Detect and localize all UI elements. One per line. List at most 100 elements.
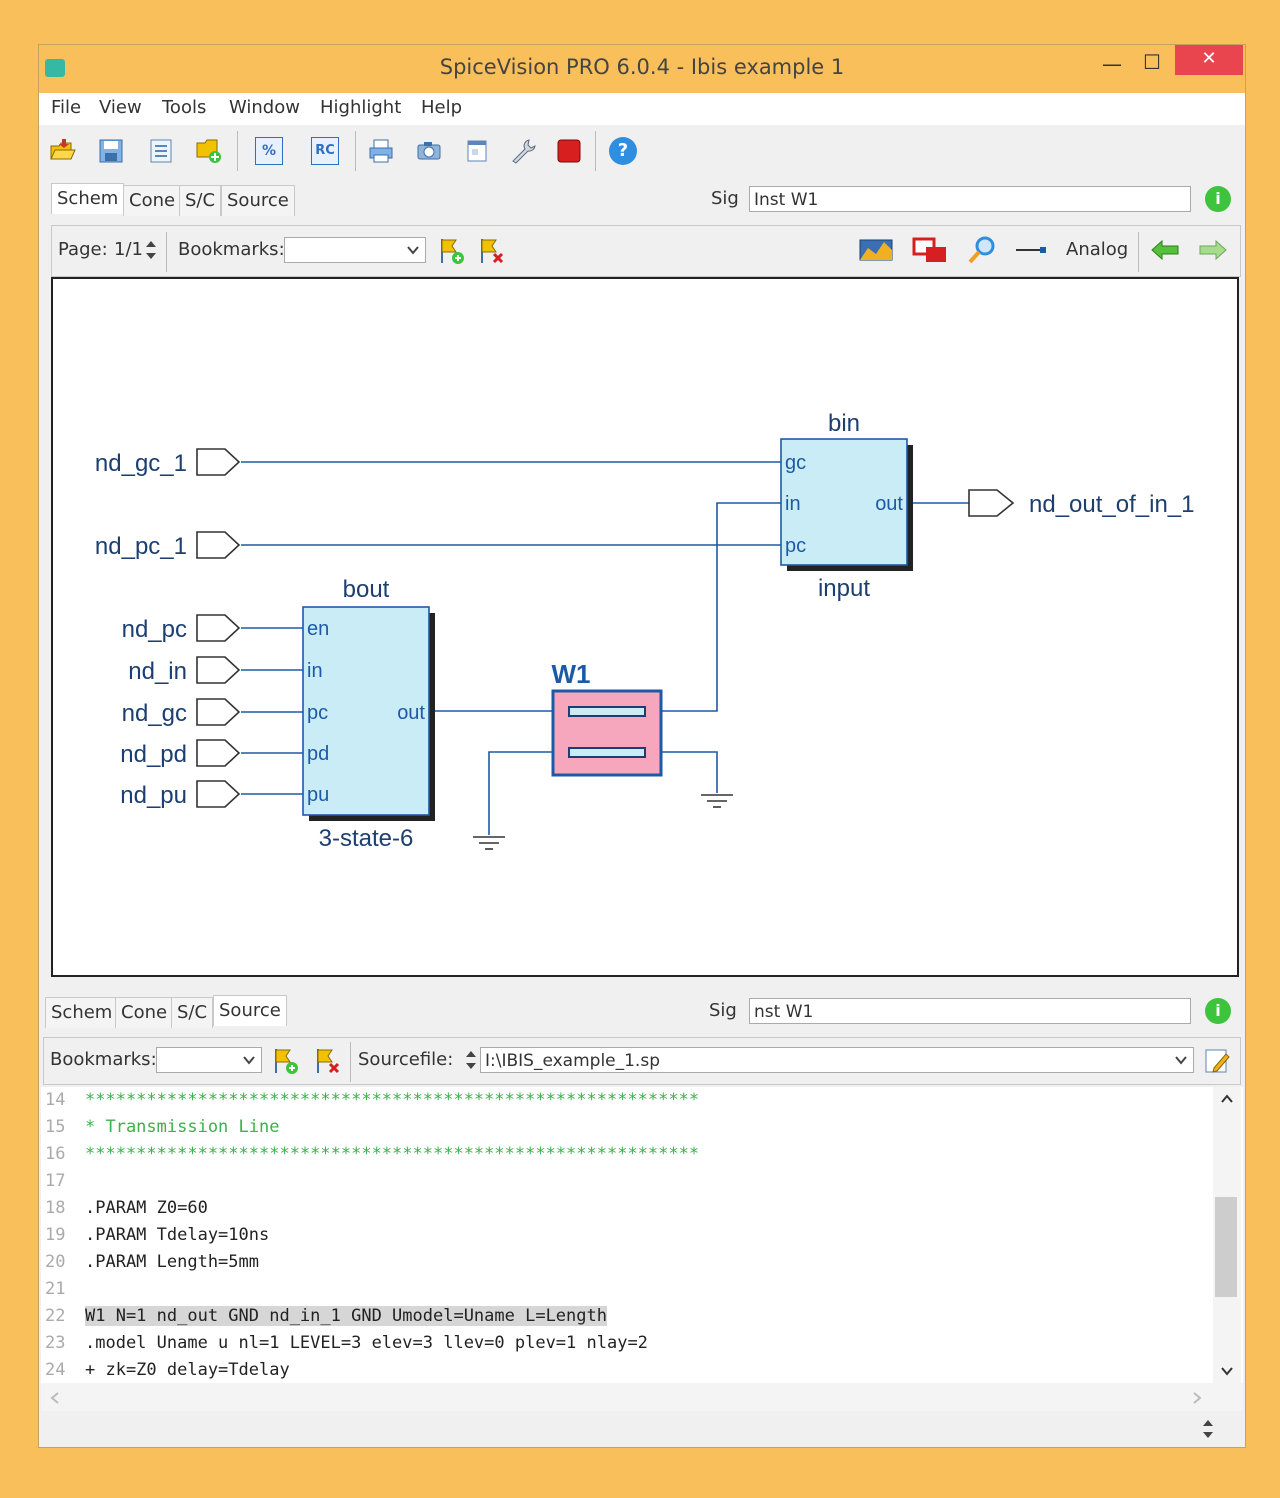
port-nd-pc-shape[interactable] bbox=[196, 614, 241, 642]
sig-input-bottom[interactable]: nst W1 bbox=[749, 998, 1191, 1024]
bookmark-add-icon[interactable] bbox=[270, 1046, 300, 1076]
port-nd-in-shape[interactable] bbox=[196, 656, 241, 684]
page-label: Page: bbox=[58, 239, 108, 260]
info-icon[interactable]: i bbox=[1205, 186, 1231, 212]
scrollbar-thumb[interactable] bbox=[1215, 1197, 1237, 1297]
port-nd-pd-shape[interactable] bbox=[196, 739, 241, 767]
bookmark-remove-icon[interactable] bbox=[312, 1046, 342, 1076]
code-line-18: 18 .PARAM Z0=60 bbox=[41, 1195, 208, 1222]
camera-icon[interactable] bbox=[415, 137, 443, 165]
chevron-down-icon bbox=[407, 246, 419, 255]
scroll-right-icon[interactable] bbox=[1191, 1391, 1203, 1405]
menu-highlight[interactable]: Highlight bbox=[320, 97, 402, 118]
port-nd-out-of-in-1-shape[interactable] bbox=[968, 489, 1015, 517]
percent-button[interactable]: % bbox=[255, 137, 283, 165]
windows-icon[interactable] bbox=[912, 236, 948, 264]
port-label-nd-pd: nd_pd bbox=[120, 741, 187, 768]
scroll-down-icon[interactable] bbox=[1220, 1365, 1234, 1377]
sourcefile-spinner-icon[interactable] bbox=[464, 1048, 478, 1072]
wire-icon[interactable] bbox=[1014, 238, 1048, 262]
scroll-left-icon[interactable] bbox=[49, 1391, 61, 1405]
bout-block[interactable] bbox=[302, 606, 430, 816]
tab-cone[interactable]: Cone bbox=[123, 185, 182, 216]
sig-input[interactable]: Inst W1 bbox=[749, 186, 1191, 212]
minimize-button[interactable]: — bbox=[1102, 52, 1122, 76]
list-icon[interactable] bbox=[147, 137, 175, 165]
code-text: .PARAM Z0=60 bbox=[85, 1198, 208, 1218]
wrench-icon[interactable] bbox=[509, 137, 537, 165]
w1-conductor-bottom bbox=[568, 747, 646, 758]
menu-window[interactable]: Window bbox=[229, 97, 300, 118]
search-icon[interactable] bbox=[966, 234, 998, 266]
menu-file[interactable]: File bbox=[51, 97, 82, 118]
page-spinner-icon[interactable] bbox=[144, 238, 158, 262]
waveform-viewer-icon[interactable] bbox=[858, 236, 894, 264]
port-nd-gc-shape[interactable] bbox=[196, 698, 241, 726]
tab-schem[interactable]: Schem bbox=[51, 183, 125, 214]
folder-add-icon[interactable] bbox=[195, 137, 223, 165]
port-nd-pu-shape[interactable] bbox=[196, 780, 241, 808]
help-icon[interactable]: ? bbox=[609, 137, 637, 165]
stop-icon[interactable] bbox=[555, 137, 583, 165]
bin-block[interactable] bbox=[780, 438, 908, 566]
source-editor[interactable]: 14**************************************… bbox=[41, 1087, 1243, 1383]
bookmarks-label-bottom: Bookmarks: bbox=[50, 1049, 157, 1070]
title-bar[interactable]: SpiceVision PRO 6.0.4 - Ibis example 1 —… bbox=[39, 45, 1245, 93]
horizontal-scrollbar[interactable] bbox=[41, 1383, 1243, 1411]
vertical-scrollbar[interactable] bbox=[1213, 1087, 1241, 1385]
info-icon-bottom[interactable]: i bbox=[1205, 998, 1231, 1024]
maximize-button[interactable]: ☐ bbox=[1143, 50, 1161, 74]
edit-file-icon[interactable] bbox=[1202, 1046, 1232, 1076]
code-text: .model Uname u nl=1 LEVEL=3 elev=3 llev=… bbox=[85, 1333, 648, 1353]
arrow-forward-icon[interactable] bbox=[1198, 238, 1228, 262]
toolbar-separator bbox=[355, 131, 356, 171]
bin-pin-gc: gc bbox=[785, 452, 806, 474]
tab-schem-bottom[interactable]: Schem bbox=[45, 997, 119, 1028]
tab-sc-bottom[interactable]: S/C bbox=[171, 997, 214, 1028]
save-icon[interactable] bbox=[97, 137, 125, 165]
tab-source-bottom[interactable]: Source bbox=[213, 995, 287, 1026]
bookmark-remove-icon[interactable] bbox=[476, 236, 506, 266]
line-number: 19 bbox=[45, 1225, 66, 1245]
bin-pin-in: in bbox=[785, 493, 801, 515]
code-line-15: 15* Transmission Line bbox=[41, 1114, 279, 1141]
bookmarks-select[interactable] bbox=[284, 237, 426, 263]
bookmark-add-icon[interactable] bbox=[436, 236, 466, 266]
close-button[interactable]: ✕ bbox=[1175, 45, 1243, 75]
code-text-highlighted: W1 N=1 nd_out GND nd_in_1 GND Umodel=Una… bbox=[85, 1306, 607, 1326]
source-toolbar: Bookmarks: Sourcefile: I:\IBIS_example_1… bbox=[43, 1037, 1241, 1085]
scroll-up-icon[interactable] bbox=[1220, 1093, 1234, 1105]
print-icon[interactable] bbox=[367, 137, 395, 165]
tab-cone-bottom[interactable]: Cone bbox=[115, 997, 174, 1028]
tab-source[interactable]: Source bbox=[221, 185, 295, 216]
analog-button[interactable]: Analog bbox=[1066, 239, 1129, 260]
sourcefile-select[interactable]: I:\IBIS_example_1.sp bbox=[480, 1047, 1194, 1073]
menu-help[interactable]: Help bbox=[421, 97, 463, 118]
w1-tline-block[interactable] bbox=[551, 689, 663, 777]
separator bbox=[350, 1042, 351, 1082]
bin-title: bin bbox=[828, 410, 860, 437]
resize-spinner-icon[interactable] bbox=[1201, 1417, 1215, 1441]
port-label-nd-in: nd_in bbox=[128, 658, 187, 685]
sig-label: Sig bbox=[711, 188, 739, 209]
schematic-canvas[interactable]: nd_gc_1 nd_pc_1 nd_pc nd_in nd_gc nd_pd … bbox=[51, 277, 1239, 977]
line-number: 17 bbox=[45, 1171, 66, 1191]
line-number: 21 bbox=[45, 1279, 66, 1299]
separator bbox=[166, 232, 167, 272]
port-nd-gc-1-shape[interactable] bbox=[196, 448, 241, 476]
menu-view[interactable]: View bbox=[99, 97, 142, 118]
tab-sc[interactable]: S/C bbox=[179, 185, 222, 216]
menu-tools[interactable]: Tools bbox=[162, 97, 207, 118]
w1-conductor-top bbox=[568, 706, 646, 717]
port-nd-pc-1-shape[interactable] bbox=[196, 531, 241, 559]
open-folder-icon[interactable] bbox=[49, 137, 77, 165]
bin-pin-pc: pc bbox=[785, 535, 806, 557]
bookmarks-select-bottom[interactable] bbox=[156, 1047, 262, 1073]
rc-button[interactable]: RC bbox=[311, 137, 339, 165]
code-line-16: 16**************************************… bbox=[41, 1141, 699, 1168]
line-number: 18 bbox=[45, 1198, 66, 1218]
arrow-back-icon[interactable] bbox=[1150, 238, 1180, 262]
toolbar-separator bbox=[595, 131, 596, 171]
window-icon[interactable] bbox=[463, 137, 491, 165]
